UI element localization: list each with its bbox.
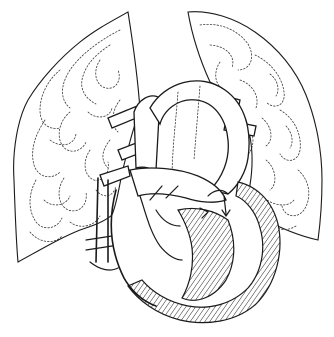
left-lung [14, 12, 140, 262]
ventricle-wall [128, 182, 280, 323]
atria [130, 168, 226, 202]
